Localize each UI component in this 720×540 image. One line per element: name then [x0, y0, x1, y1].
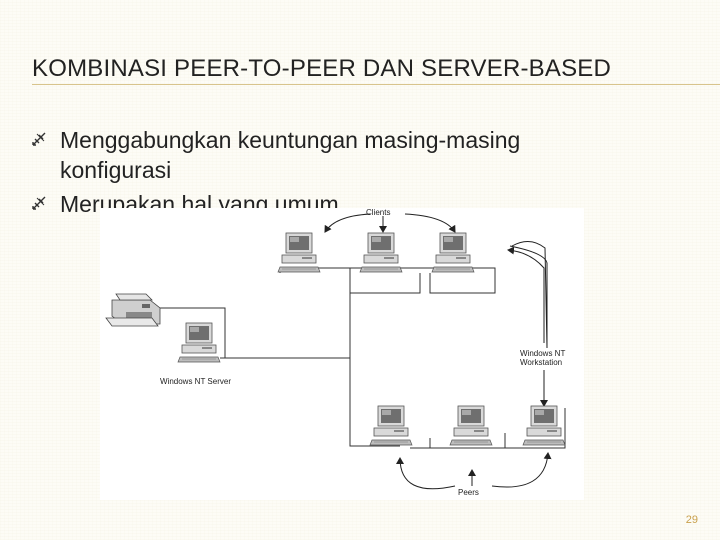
peer-computer-icon	[449, 405, 493, 446]
client-computer-icon	[277, 232, 321, 273]
clients-label: Clients	[366, 208, 391, 217]
bullet-text: Menggabungkan keuntungan masing-masing k…	[60, 127, 521, 183]
workstation-arrows	[507, 246, 548, 407]
server-computer-icon	[177, 322, 221, 363]
peer-computer-icon	[522, 405, 566, 446]
title-divider	[32, 84, 720, 85]
client-computer-icon	[431, 232, 475, 273]
printer-icon	[105, 293, 161, 327]
bullet-icon	[32, 196, 46, 210]
bullet-item: Menggabungkan keuntungan masing-masing k…	[30, 125, 630, 185]
workstation-label-line1: Windows NT	[520, 349, 566, 358]
peers-label: Peers	[458, 488, 479, 497]
slide-title: KOMBINASI PEER-TO-PEER DAN SERVER-BASED	[32, 55, 612, 82]
peer-computer-icon	[369, 405, 413, 446]
network-diagram-graphic	[105, 213, 566, 490]
bullet-icon	[32, 132, 46, 146]
clients-arrows	[324, 213, 548, 349]
workstation-label-line2: Workstation	[520, 358, 563, 367]
server-label: Windows NT Server	[160, 377, 231, 386]
page-number: 29	[685, 514, 698, 526]
client-computer-icon	[359, 232, 403, 273]
network-diagram: Clients Windows NT Server Windows NT Wor…	[100, 208, 584, 500]
bullet-list: Menggabungkan keuntungan masing-masing k…	[30, 125, 630, 219]
peers-arrows	[396, 452, 552, 490]
